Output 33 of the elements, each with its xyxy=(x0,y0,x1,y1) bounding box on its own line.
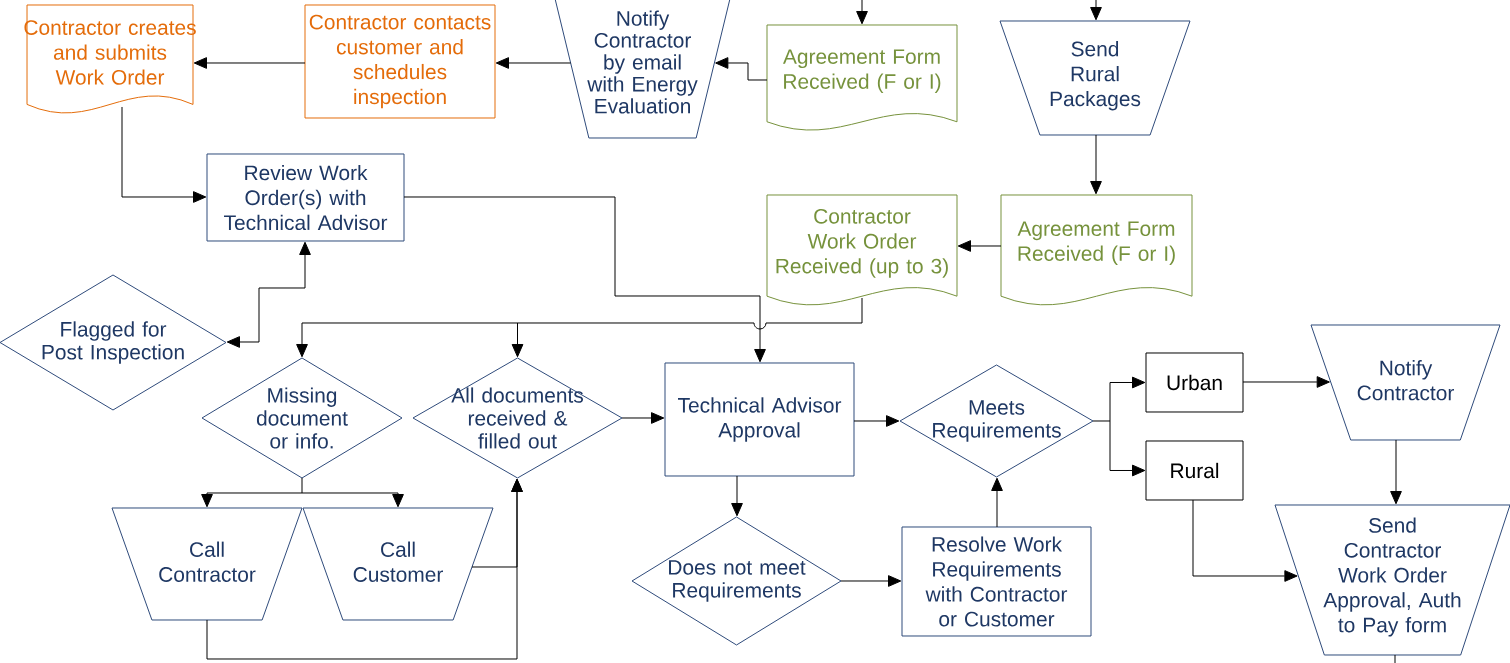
arrow xyxy=(731,475,743,517)
document-shape: Agreement Form Received (F or I) xyxy=(1000,194,1193,306)
arrow xyxy=(201,477,404,508)
arrow xyxy=(403,196,766,363)
arrow xyxy=(1192,499,1298,582)
arrow xyxy=(621,412,665,424)
process-box: Contractor contacts customer and schedules inspection xyxy=(304,4,496,119)
arrow xyxy=(1092,376,1146,477)
arrow xyxy=(1090,134,1102,195)
connector-line xyxy=(1394,654,1396,663)
arrow xyxy=(296,297,863,358)
process-box: Review Work Order(s) with Technical Advisor xyxy=(206,153,405,242)
arrow xyxy=(840,575,902,587)
arrow xyxy=(715,57,768,81)
process-box: Urban xyxy=(1145,352,1244,413)
document-shape: Contractor Work Order Received (up to 3) xyxy=(766,194,958,306)
document-shape: Contractor creates and submits Work Order xyxy=(24,4,196,114)
arrow xyxy=(495,57,572,69)
process-box: Resolve Work Requirements with Contractor or Customer xyxy=(901,526,1092,637)
arrow xyxy=(206,478,523,660)
document-shape: Agreement Form Received (F or I) xyxy=(766,24,958,131)
arrow xyxy=(1390,439,1402,505)
arrow xyxy=(853,415,900,427)
process-box: Rural xyxy=(1145,440,1244,501)
arrow xyxy=(121,106,207,203)
arrow xyxy=(226,241,311,348)
arrow xyxy=(856,0,868,25)
arrow xyxy=(193,57,306,69)
arrow xyxy=(1242,376,1330,388)
arrow xyxy=(957,240,1002,252)
arrow xyxy=(991,477,1003,528)
arrow xyxy=(1090,0,1102,21)
process-box: Technical Advisor Approval xyxy=(664,362,855,477)
